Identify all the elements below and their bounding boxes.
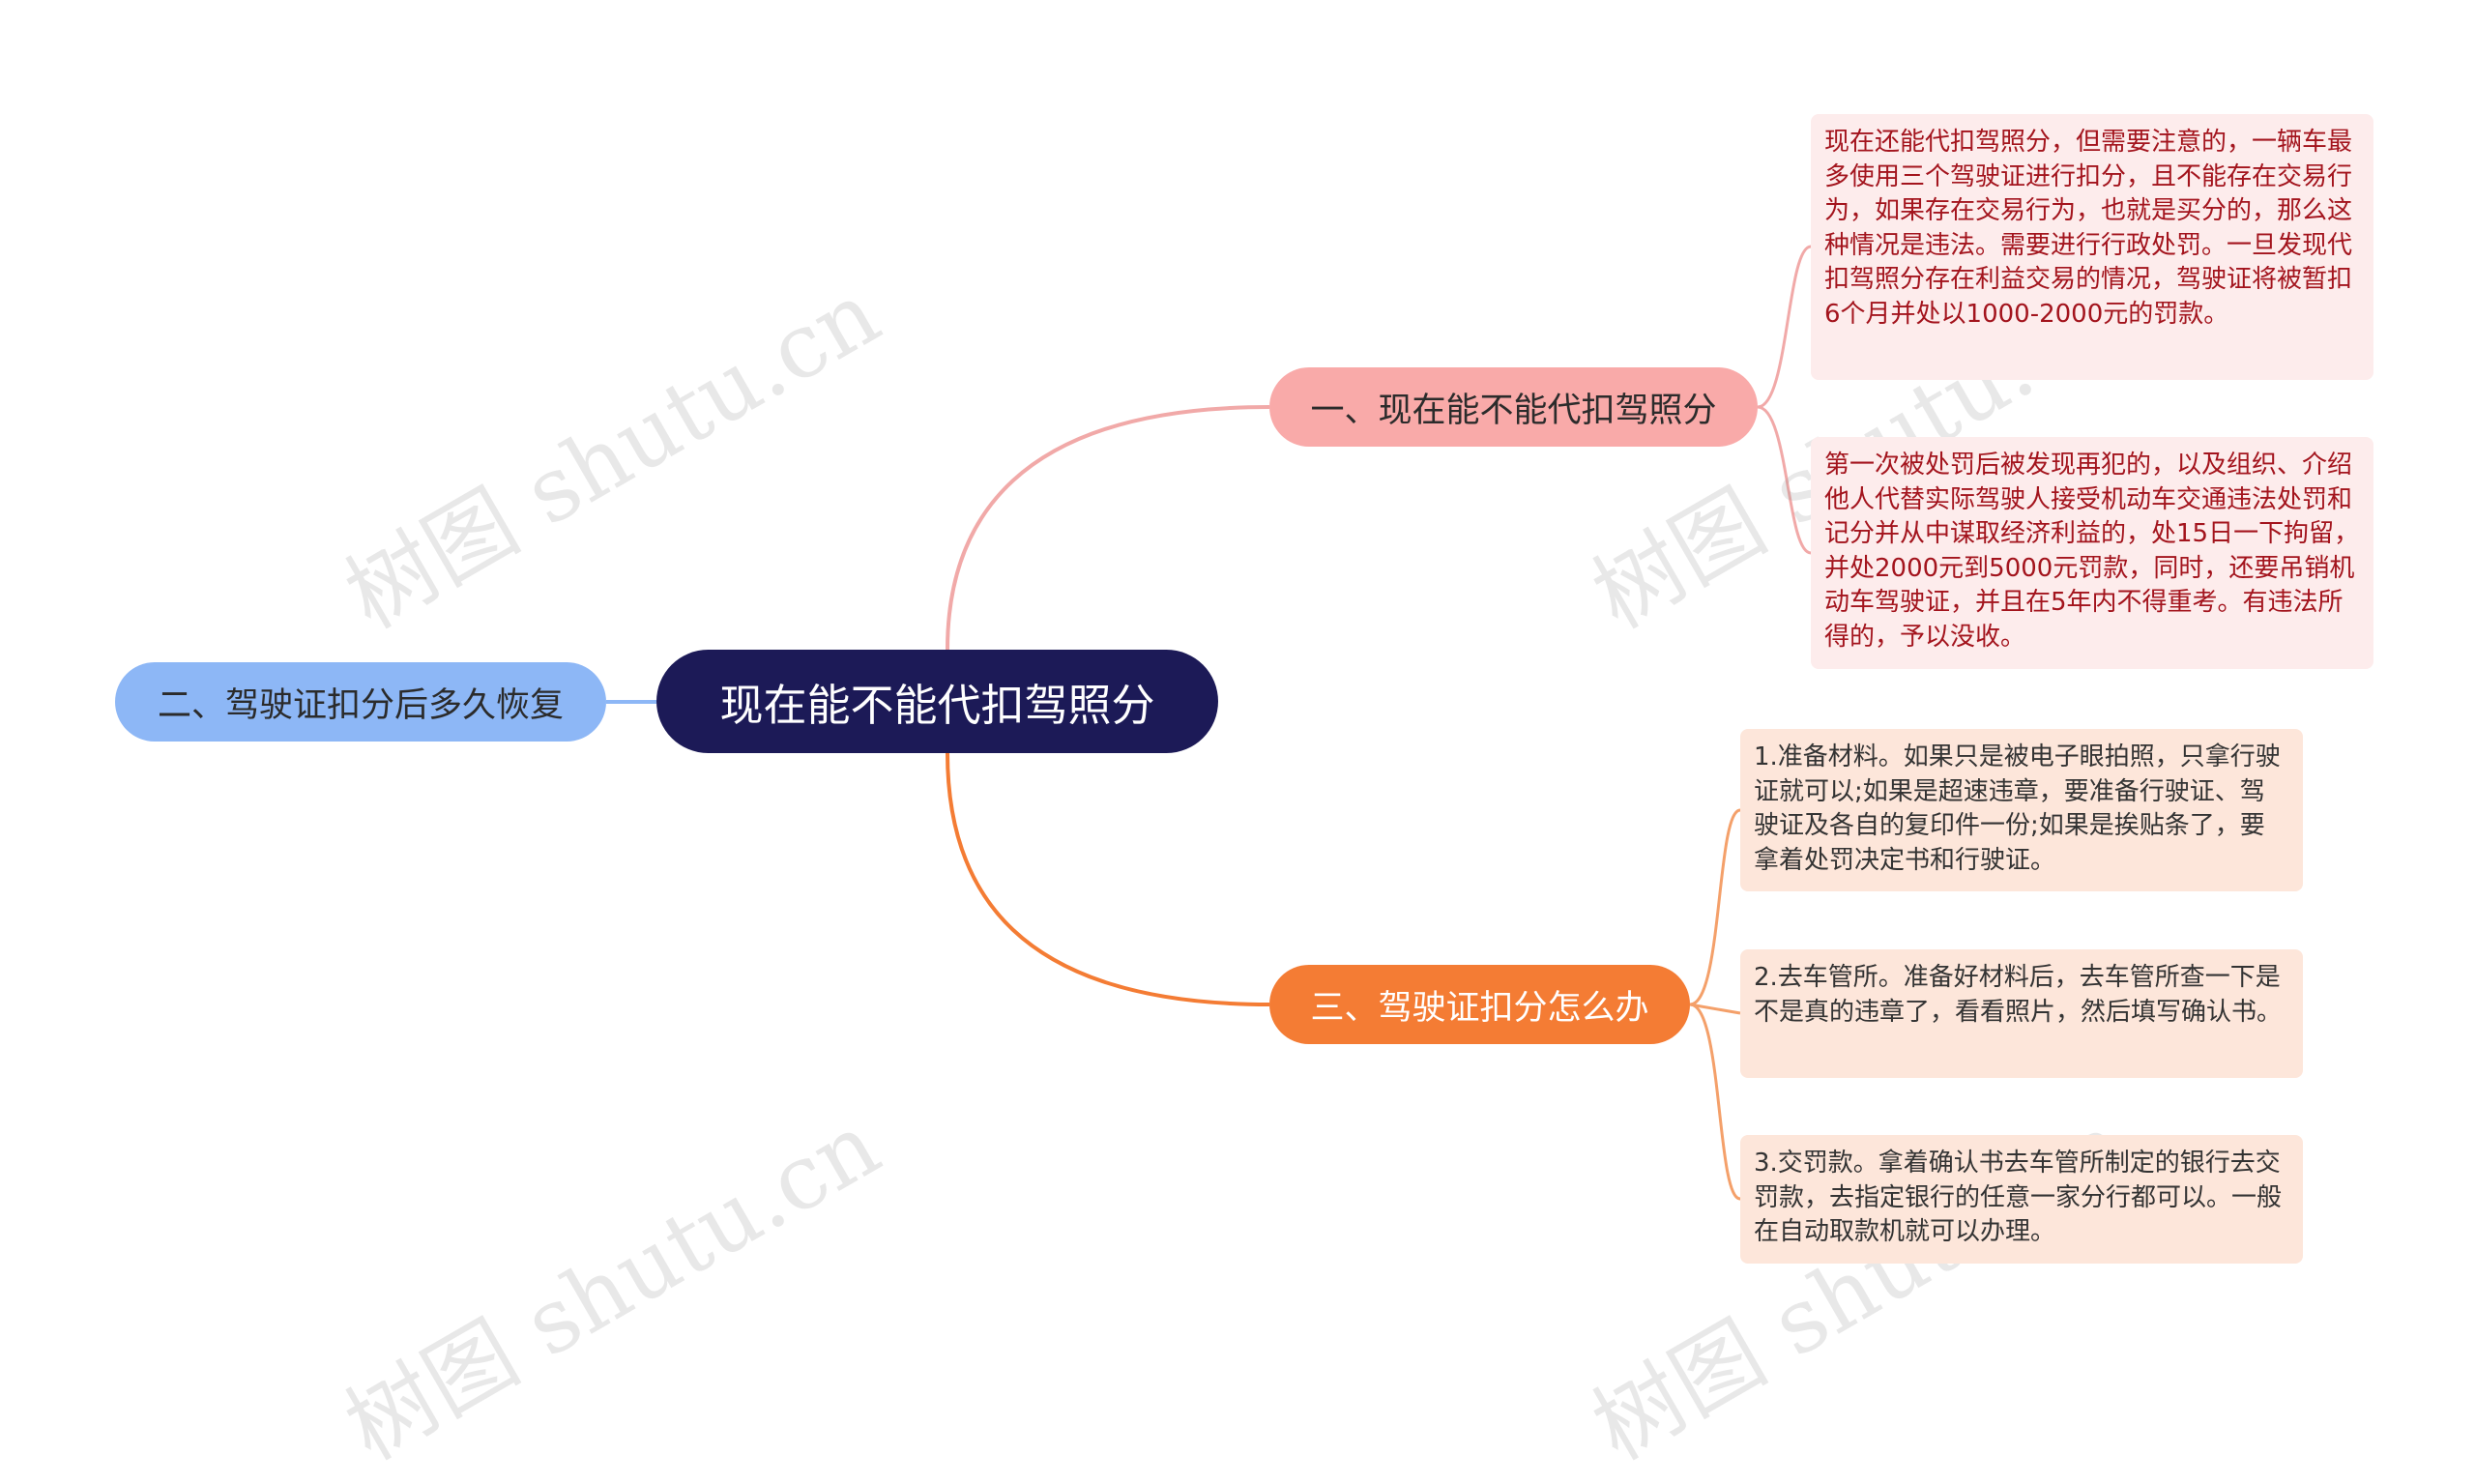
branch-node-3[interactable]: 三、驾驶证扣分怎么办 [1269,965,1690,1044]
root-node[interactable]: 现在能不能代扣驾照分 [656,650,1218,753]
link-root-branch1 [946,405,1270,651]
link-root-branch3 [946,752,1270,1006]
branch-node-1[interactable]: 一、现在能不能代扣驾照分 [1269,367,1758,447]
link-branch1-leaf2 [1757,405,1812,555]
leaf-node-1-2[interactable]: 第一次被处罚后被发现再犯的，以及组织、介绍他人代替实际驾驶人接受机动车交通违法处… [1811,437,2373,669]
link-branch3-leaf1 [1689,808,1741,1006]
link-branch3-leaf3 [1689,1003,1741,1201]
leaf-node-3-2[interactable]: 2.去车管所。准备好材料后，去车管所查一下是不是真的违章了，看看照片，然后填写确… [1740,949,2303,1078]
leaf-node-1-1[interactable]: 现在还能代扣驾照分，但需要注意的，一辆车最多使用三个驾驶证进行扣分，且不能存在交… [1811,114,2373,380]
link-branch3-leaf2 [1689,1003,1741,1015]
branch-node-2[interactable]: 二、驾驶证扣分后多久恢复 [115,662,606,742]
link-branch1-leaf1 [1757,245,1812,409]
connector-lines [606,245,1812,1201]
leaf-node-3-1[interactable]: 1.准备材料。如果只是被电子眼拍照，只拿行驶证就可以;如果是超速违章，要准备行驶… [1740,729,2303,891]
leaf-node-3-3[interactable]: 3.交罚款。拿着确认书去车管所制定的银行去交罚款，去指定银行的任意一家分行都可以… [1740,1135,2303,1264]
